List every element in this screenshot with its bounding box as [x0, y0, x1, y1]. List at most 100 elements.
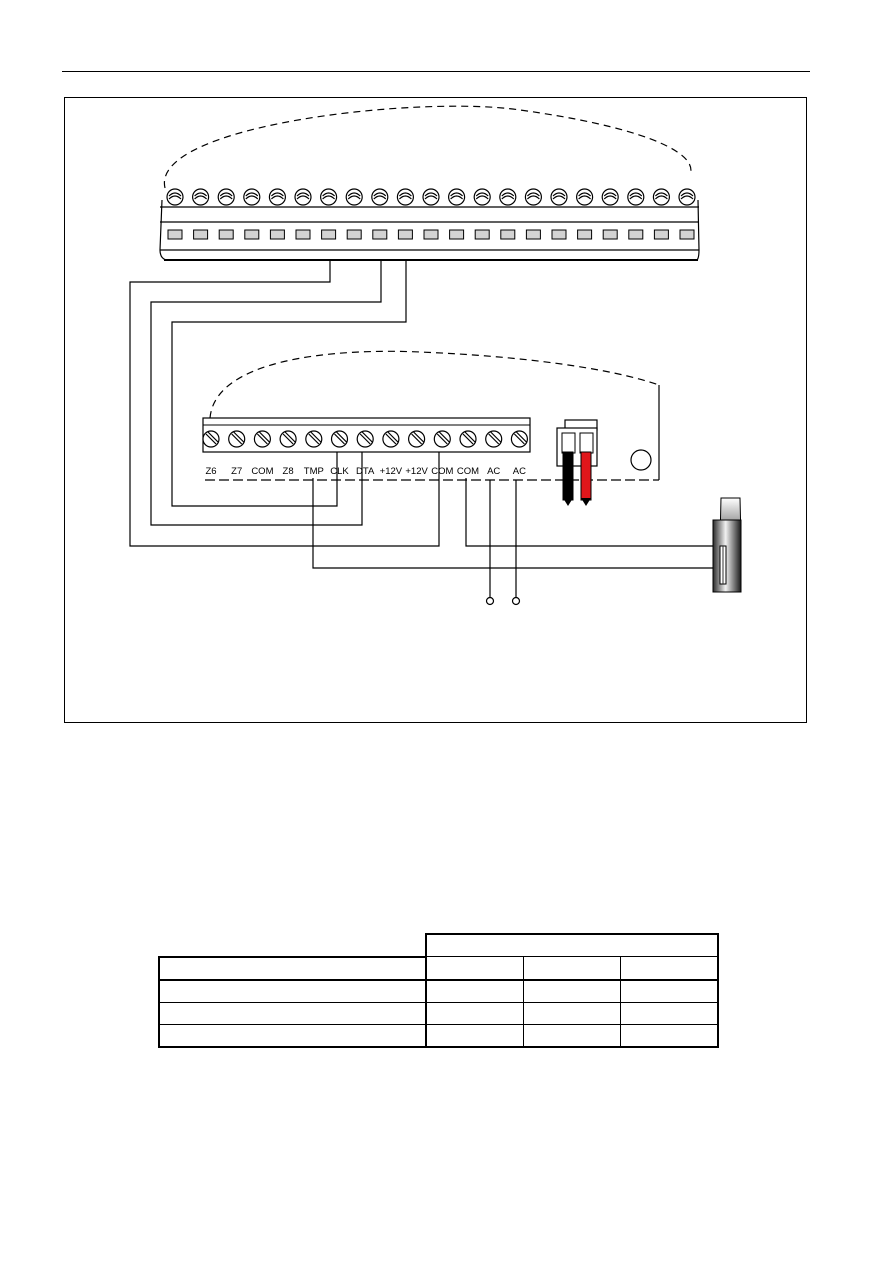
main-terminal-pad — [525, 229, 541, 240]
black-wire — [562, 451, 574, 506]
expander-terminal-screw — [330, 430, 349, 448]
table-cell — [620, 1024, 719, 1048]
expander-terminal-screw — [279, 430, 297, 448]
main-board — [159, 105, 700, 261]
main-terminal-pad — [295, 229, 311, 240]
expander-terminal-screw — [228, 430, 246, 448]
main-terminal-screw — [192, 188, 210, 206]
expander-terminal-screw — [253, 430, 271, 448]
main-terminal-screw — [678, 188, 696, 206]
main-terminal-pad — [321, 229, 337, 240]
status-led — [630, 449, 652, 471]
main-terminal-pad — [628, 229, 644, 240]
table-row — [158, 1002, 719, 1025]
table-cell — [523, 1002, 621, 1025]
diagram-frame — [64, 97, 807, 723]
ac-terminal-2 — [511, 596, 521, 606]
main-terminal-screw — [166, 188, 184, 206]
terminal-label: TMP — [304, 466, 324, 477]
table-header-group-row — [159, 933, 719, 957]
main-board-outline-dashed — [164, 105, 692, 189]
main-terminal-screw — [294, 188, 312, 206]
table-row — [158, 1024, 719, 1048]
table-cell — [158, 1024, 426, 1048]
main-terminal-pad — [551, 229, 567, 240]
terminal-label: Z7 — [231, 466, 242, 477]
table-header-row — [158, 955, 719, 981]
main-terminal-screw — [499, 188, 517, 206]
table-cell — [425, 1002, 524, 1025]
main-terminal-pad — [500, 229, 516, 240]
expander-terminal-screw — [382, 430, 400, 448]
terminal-label: CLK — [330, 466, 349, 477]
table-cell — [620, 1002, 719, 1025]
wire-com-to-main — [129, 260, 440, 547]
table-column-header — [523, 956, 621, 981]
table-column-header — [158, 955, 426, 981]
main-terminal-screw — [473, 188, 491, 206]
terminal-label: COM — [431, 466, 453, 477]
wire-clk-to-main — [171, 260, 407, 507]
main-terminal-screw — [345, 188, 363, 206]
table-column-header — [620, 956, 719, 981]
main-terminal-screw — [524, 188, 543, 206]
main-terminal-screw — [320, 188, 338, 206]
wire-dta-to-main — [150, 260, 382, 526]
main-terminal-pad — [397, 229, 413, 240]
terminal-label: Z6 — [205, 466, 216, 477]
table-cell — [523, 979, 621, 1003]
main-board-pads — [167, 229, 695, 240]
top-rule — [62, 71, 810, 72]
table-cell — [425, 1024, 524, 1048]
main-terminal-pad — [193, 229, 209, 240]
main-terminal-screw — [448, 188, 466, 206]
main-terminal-screw — [550, 188, 568, 206]
main-terminal-screw — [422, 188, 440, 206]
expander-terminal-screw — [510, 430, 529, 448]
main-terminal-pad — [474, 229, 490, 240]
main-board-screws — [166, 188, 696, 206]
main-terminal-screw — [371, 188, 389, 206]
expander-terminal-screw — [433, 430, 451, 448]
terminal-label: +12V — [405, 466, 428, 477]
main-terminal-pad — [167, 229, 183, 240]
main-terminal-screw — [601, 188, 619, 206]
main-terminal-pad — [602, 229, 618, 240]
main-terminal-screw — [243, 188, 261, 206]
terminal-label: COM — [251, 466, 273, 477]
main-terminal-screw — [652, 188, 671, 206]
table-row — [158, 979, 719, 1003]
ac-terminal-1 — [485, 596, 495, 606]
main-terminal-screw — [396, 188, 414, 206]
main-terminal-screw — [268, 188, 286, 206]
expander-screws — [202, 430, 529, 448]
expander-terminal-screw — [459, 430, 477, 448]
table-cell — [620, 979, 719, 1003]
main-terminal-pad — [346, 229, 362, 240]
expander-terminal-screw — [202, 430, 220, 448]
main-terminal-screw — [217, 188, 235, 206]
wire-tmp-to-tamper — [312, 478, 713, 569]
expander-terminal-screw — [356, 430, 374, 448]
expander-terminal-strip — [202, 417, 531, 453]
main-terminal-pad — [653, 229, 669, 240]
battery-connector — [556, 419, 598, 467]
table-cell — [158, 979, 426, 1003]
wire-com-to-tamper — [465, 478, 713, 547]
terminal-label: +12V — [380, 466, 403, 477]
terminal-label: AC — [487, 466, 500, 477]
main-board-left-edge — [159, 199, 167, 261]
main-terminal-pad — [679, 229, 695, 240]
main-terminal-pad — [244, 229, 260, 240]
expander-terminal-screw — [485, 430, 503, 448]
main-terminal-pad — [269, 229, 285, 240]
terminal-label: DTA — [356, 466, 375, 477]
expander-terminal-screw — [408, 430, 426, 448]
tamper-switch — [712, 497, 742, 593]
terminal-label: COM — [457, 466, 479, 477]
table-cell — [523, 1024, 621, 1048]
terminal-label: Z8 — [283, 466, 294, 477]
table-cell — [158, 1002, 426, 1025]
